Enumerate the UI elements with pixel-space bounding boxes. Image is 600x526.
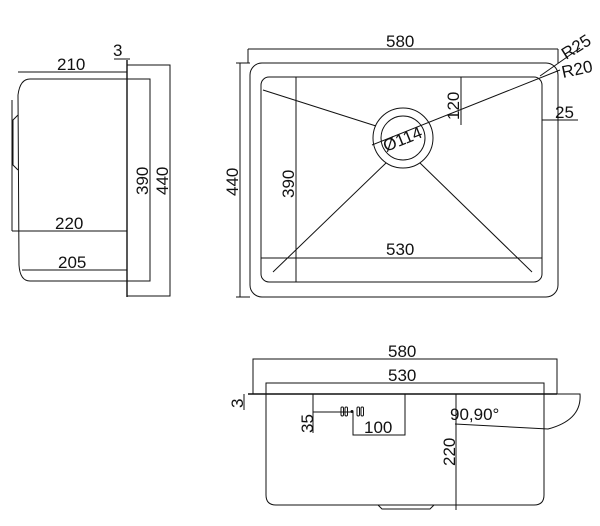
front-dim-35: 35 bbox=[298, 414, 317, 433]
slope-line bbox=[419, 162, 533, 273]
front-dim-530: 530 bbox=[388, 366, 416, 385]
top-dim-390: 390 bbox=[279, 170, 298, 198]
front-dim-220: 220 bbox=[440, 438, 459, 466]
side-dim-220: 220 bbox=[55, 214, 83, 233]
drain-outer bbox=[372, 107, 434, 169]
top-dim-25: 25 bbox=[555, 103, 574, 122]
front-bowl bbox=[265, 394, 545, 506]
side-body-outline bbox=[17, 78, 128, 282]
top-dim-440: 440 bbox=[223, 168, 242, 196]
side-dim-390: 390 bbox=[133, 167, 152, 195]
side-drain-profile bbox=[12, 114, 19, 171]
overflow-holes bbox=[340, 406, 364, 417]
dim-line-100 bbox=[352, 394, 406, 436]
top-outer-rim bbox=[249, 62, 559, 298]
slope-line bbox=[262, 89, 377, 127]
drain-diameter-label: Ø114 bbox=[380, 123, 425, 156]
drain-inner bbox=[380, 115, 426, 161]
top-dim-580: 580 bbox=[386, 32, 414, 51]
front-dim-580: 580 bbox=[388, 342, 416, 361]
top-dim-530: 530 bbox=[386, 240, 414, 259]
dim-line-530-front bbox=[265, 382, 545, 394]
side-dim-440: 440 bbox=[153, 167, 172, 195]
side-dim-205: 205 bbox=[58, 253, 86, 272]
dim-line-35 bbox=[312, 394, 352, 433]
dim-line-390 bbox=[127, 78, 151, 282]
dim-line-440 bbox=[127, 64, 171, 297]
top-dim-120: 120 bbox=[444, 92, 463, 120]
dim-line-580-top bbox=[247, 48, 559, 63]
flange-profile bbox=[454, 393, 581, 430]
side-dim-3: 3 bbox=[113, 41, 122, 60]
top-view: 580 440 390 530 Ø114 120 R25 R20 25 bbox=[223, 31, 595, 298]
front-dim-3: 3 bbox=[228, 399, 247, 408]
front-drain bbox=[377, 504, 435, 510]
front-view: 580 530 3 35 100 220 90,90° bbox=[228, 342, 581, 510]
side-view: 210 3 220 205 390 440 bbox=[11, 41, 172, 297]
top-inner-bowl bbox=[260, 76, 543, 283]
leader-r20 bbox=[371, 69, 561, 146]
side-dim-210: 210 bbox=[57, 55, 85, 74]
radius-r20: R20 bbox=[560, 57, 594, 82]
corner-angle-label: 90,90° bbox=[450, 405, 499, 424]
front-dim-100: 100 bbox=[364, 418, 392, 437]
leader-r25 bbox=[539, 47, 581, 77]
slope-line bbox=[272, 162, 387, 273]
dim-line-580-front bbox=[252, 358, 558, 394]
